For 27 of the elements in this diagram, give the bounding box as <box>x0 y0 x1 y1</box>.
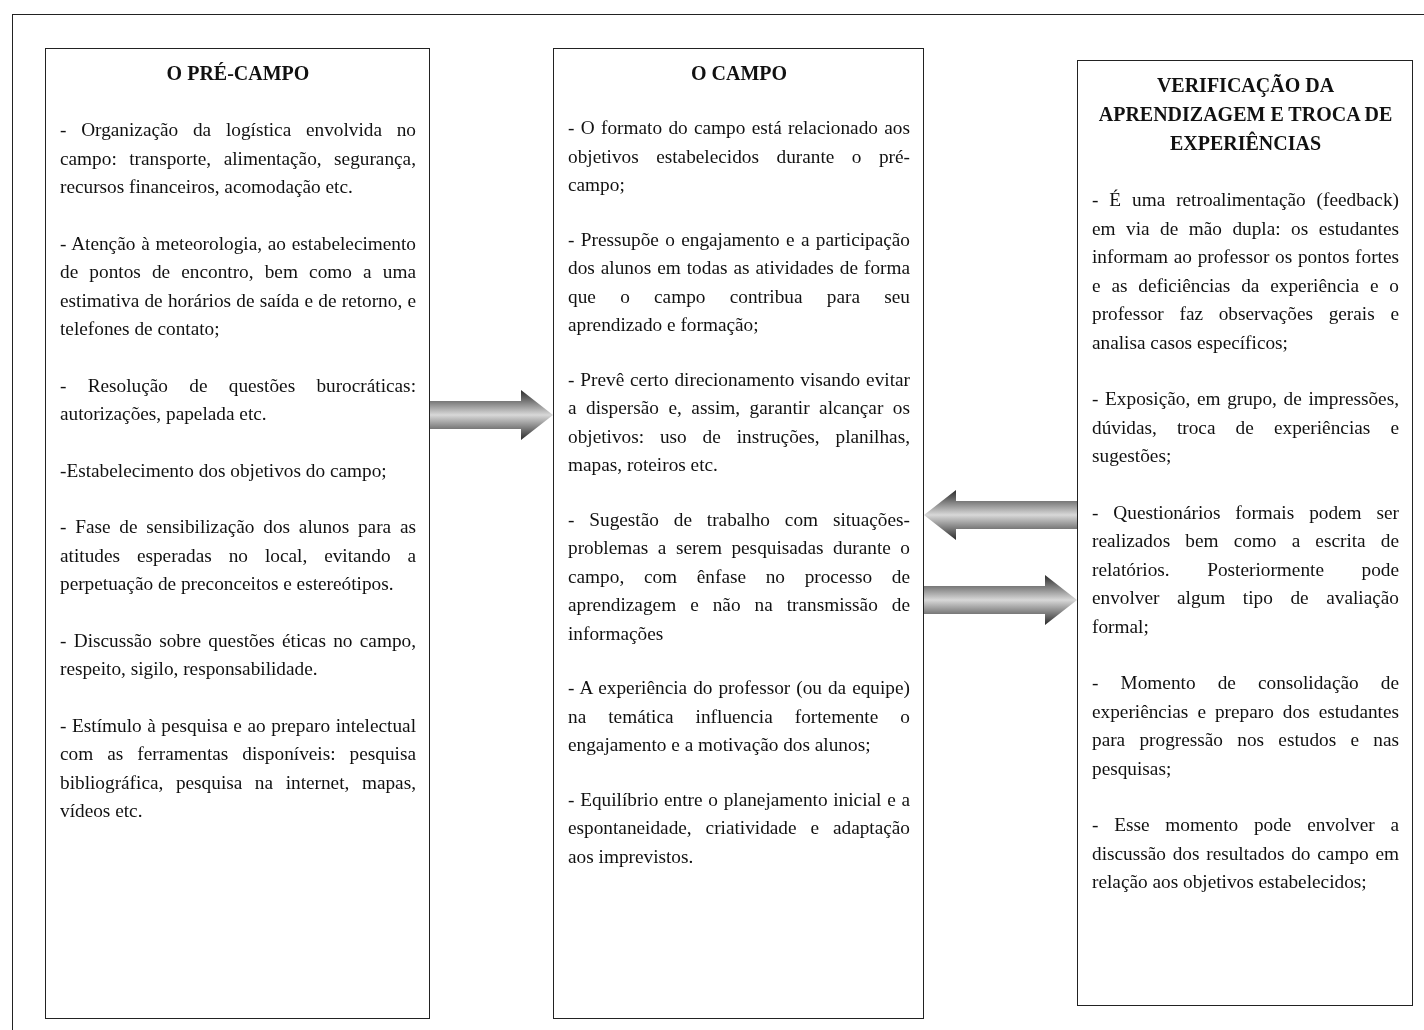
paragraph: - É uma retroalimentação (feedback) em via de mão dupla: os estudantes informam ao professor os pontos fortes e as deficiências da experiência e o professor faz observações gerais e analisa casos específicos; <box>1092 188 1399 355</box>
paragraph: - Esse momento pode envolver a discussão dos resultados do campo em relação aos objetivos estabelecidos; <box>1092 813 1399 894</box>
text-box <box>1077 60 1413 1006</box>
paragraph: - Estímulo à pesquisa e ao preparo intelectual com as ferramentas disponíveis: pesquisa bibliográfica, pesquisa na internet, mapas, vídeos etc. <box>60 713 416 823</box>
paragraph: - Atenção à meteorologia, ao estabelecimento de pontos de encontro, bem como a uma estimativa de horários de saída e de retorno, e telefones de contato; <box>60 231 416 341</box>
paragraph: - Momento de consolidação de experiências e preparo dos estudantes para progressão nos estudos e nas pesquisas; <box>1092 671 1399 781</box>
text-box <box>45 48 430 1019</box>
block-arrow <box>430 390 553 440</box>
paragraph: - O formato do campo está relacionado aos objetivos estabelecidos durante o pré-campo; <box>568 116 910 197</box>
paragraph: - Equilíbrio entre o planejamento inicial e a espontaneidade, criatividade e adaptação aos imprevistos. <box>568 787 910 869</box>
box-heading: O CAMPO <box>689 61 789 86</box>
block-arrow <box>924 490 1077 540</box>
box-heading: VERIFICAÇÃO DA APRENDIZAGEM E TROCA DE EXPERIÊNCIAS <box>1097 73 1394 156</box>
paragraph: - Exposição, em grupo, de impressões, dúvidas, troca de experiências e sugestões; <box>1092 387 1399 468</box>
paragraph: - Fase de sensibilização dos alunos para as atitudes esperadas no local, evitando a perpetuação de preconceitos e estereótipos. <box>60 515 416 596</box>
paragraph: - A experiência do professor (ou da equipe) na temática influencia fortemente o engajamento e a motivação dos alunos; <box>568 676 910 757</box>
box-heading: O PRÉ-CAMPO <box>165 61 311 86</box>
text-box <box>553 48 924 1019</box>
paragraph: - Sugestão de trabalho com situações-problemas a serem pesquisadas durante o campo, com ênfase no processo de aprendizagem e não na transmissão de informações <box>568 507 910 646</box>
paragraph: - Prevê certo direcionamento visando evitar a dispersão e, assim, garantir alcançar os objetivos: uso de instruções, planilhas, mapas, roteiros etc. <box>568 367 910 477</box>
paragraph: - Questionários formais podem ser realizados bem como a escrita de relatórios. Posteriormente pode envolver algum tipo de avaliação formal; <box>1092 500 1399 639</box>
paragraph: - Discussão sobre questões éticas no campo, respeito, sigilo, responsabilidade. <box>60 628 416 681</box>
block-arrow <box>924 575 1077 625</box>
paragraph: - Pressupõe o engajamento e a participação dos alunos em todas as atividades de forma que o campo contribua para seu aprendizado e formação; <box>568 227 910 337</box>
paragraph: -Estabelecimento dos objetivos do campo; <box>60 458 388 483</box>
paragraph: - Organização da logística envolvida no campo: transporte, alimentação, segurança, recursos financeiros, acomodação etc. <box>60 118 416 199</box>
paragraph: - Resolução de questões burocráticas: autorizações, papelada etc. <box>60 373 416 426</box>
